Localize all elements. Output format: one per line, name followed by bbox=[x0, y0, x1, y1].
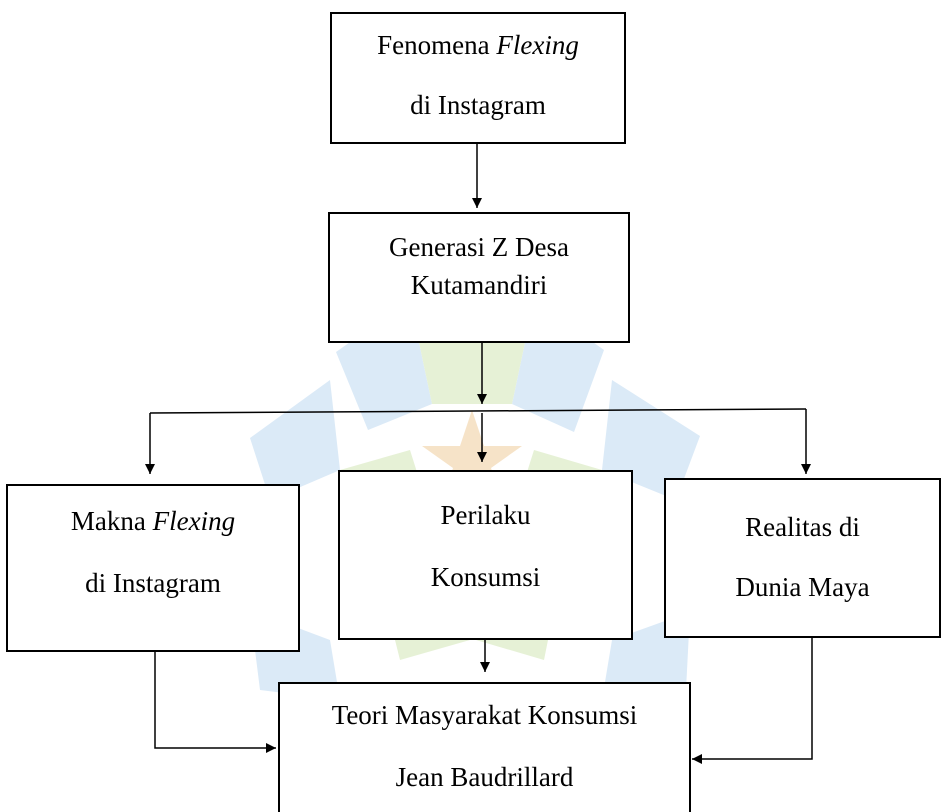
arrow-reality-to-theory bbox=[692, 638, 813, 764]
node-flexing-phenomenon-line2: di Instagram bbox=[410, 90, 546, 120]
arrow-meaning-to-theory bbox=[154, 650, 276, 753]
node-flexing-meaning-line1: Makna Flexing bbox=[70, 506, 236, 536]
node-consumer-society-theory: Teori Masyarakat Konsumsi Jean Baudrilla… bbox=[278, 682, 691, 812]
node-generation-z-line1: Generasi Z Desa bbox=[389, 232, 569, 262]
node-consumer-society-theory-line1: Teori Masyarakat Konsumsi bbox=[331, 700, 638, 730]
watermark-star bbox=[422, 410, 522, 504]
node-generation-z-line2: Kutamandiri bbox=[410, 270, 548, 300]
node-consumer-society-theory-line2: Jean Baudrillard bbox=[395, 762, 574, 792]
node-generation-z: Generasi Z Desa Kutamandiri bbox=[328, 212, 630, 343]
node-flexing-phenomenon-line1: Fenomena Flexing bbox=[377, 30, 579, 60]
node-consumption-behavior-line1: Perilaku bbox=[440, 500, 531, 530]
split-horizontal-line bbox=[149, 408, 807, 414]
node-consumption-behavior: Perilaku Konsumsi bbox=[338, 470, 633, 640]
node-flexing-phenomenon: Fenomena Flexing di Instagram bbox=[330, 12, 626, 144]
node-virtual-reality: Realitas di Dunia Maya bbox=[664, 478, 941, 638]
node-flexing-meaning: Makna Flexing di Instagram bbox=[6, 484, 300, 652]
node-virtual-reality-line2: Dunia Maya bbox=[735, 572, 870, 602]
node-consumption-behavior-line2: Konsumsi bbox=[430, 562, 541, 592]
node-flexing-meaning-line2: di Instagram bbox=[85, 568, 221, 598]
node-virtual-reality-line1: Realitas di bbox=[745, 512, 860, 542]
